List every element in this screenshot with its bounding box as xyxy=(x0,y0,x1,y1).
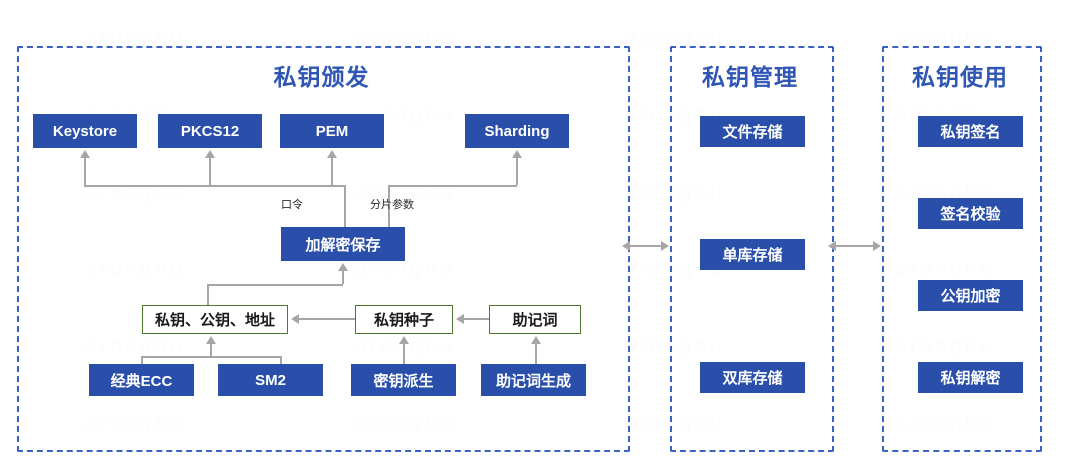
connector-sm2-stem xyxy=(280,356,282,365)
node-encrypt-decrypt-store[interactable]: 加解密保存 xyxy=(281,227,405,261)
node-private-public-address[interactable]: 私钥、公钥、地址 xyxy=(142,305,288,334)
connector-material-to-store-stem xyxy=(342,271,344,284)
connector-seed-to-keys xyxy=(299,318,356,320)
connector-sharding-stem xyxy=(516,158,518,185)
node-encrypt-decrypt-store-label: 加解密保存 xyxy=(305,236,381,254)
edge-label-passphrase: 口令 xyxy=(281,198,303,211)
connector-pkcs12-stem xyxy=(209,158,211,185)
node-mnemonic-label: 助记词 xyxy=(512,312,558,329)
node-classic-ecc-label: 经典ECC xyxy=(110,372,173,390)
node-file-storage-label: 文件存储 xyxy=(722,124,783,141)
panel-usage xyxy=(882,46,1042,452)
arrowhead-mnemonic-to-seed xyxy=(456,314,464,324)
node-private-key-sign[interactable]: 私钥签名 xyxy=(918,116,1023,147)
node-sm2[interactable]: SM2 xyxy=(218,364,323,396)
connector-store-to-sharding-bus xyxy=(388,185,390,227)
connector-ecc-sm2-bus xyxy=(141,356,281,358)
arrowhead-to-keystore xyxy=(80,150,90,158)
node-dual-db-storage-label: 双库存储 xyxy=(722,370,783,387)
connector-pem-stem xyxy=(331,158,333,185)
panel-management-title: 私钥管理 xyxy=(702,64,798,90)
node-file-storage[interactable]: 文件存储 xyxy=(700,116,805,147)
edge-label-shard-params: 分片参数 xyxy=(370,198,414,211)
connector-store-to-format-bus xyxy=(344,185,346,227)
connector-keystore-stem xyxy=(84,158,86,185)
node-private-key-decrypt-label: 私钥解密 xyxy=(940,370,1001,387)
node-classic-ecc[interactable]: 经典ECC xyxy=(89,364,194,396)
node-key-derivation-label: 密钥派生 xyxy=(373,372,434,390)
connector-management-usage xyxy=(835,245,875,247)
arrowhead-usage-link-right xyxy=(873,241,881,251)
node-sharding-label: Sharding xyxy=(484,122,550,140)
connector-mnemonic-to-seed xyxy=(464,318,490,320)
node-private-public-address-label: 私钥、公钥、地址 xyxy=(154,312,275,329)
connector-ecc-sm2-riser xyxy=(210,344,212,356)
node-dual-db-storage[interactable]: 双库存储 xyxy=(700,362,805,393)
node-private-key-decrypt[interactable]: 私钥解密 xyxy=(918,362,1023,393)
panel-usage-title: 私钥使用 xyxy=(912,64,1008,90)
node-pkcs12[interactable]: PKCS12 xyxy=(158,114,262,148)
node-signature-verify[interactable]: 签名校验 xyxy=(918,198,1023,229)
node-mnemonic-generation[interactable]: 助记词生成 xyxy=(481,364,586,396)
node-public-key-encrypt[interactable]: 公钥加密 xyxy=(918,280,1023,311)
node-single-db-storage-label: 单库存储 xyxy=(722,247,783,264)
node-keystore-label: Keystore xyxy=(52,122,118,140)
node-public-key-encrypt-label: 公钥加密 xyxy=(940,288,1001,305)
arrowhead-to-pkcs12 xyxy=(205,150,215,158)
node-pem-label: PEM xyxy=(315,122,349,140)
connector-mnemonic-gen-stem xyxy=(535,344,537,365)
node-private-key-seed-label: 私钥种子 xyxy=(373,312,434,329)
arrowhead-to-mnemonic xyxy=(531,336,541,344)
node-pem[interactable]: PEM xyxy=(280,114,384,148)
arrowhead-management-link-right xyxy=(661,241,669,251)
arrowhead-issuance-link-left xyxy=(622,241,630,251)
connector-material-to-store-elbow xyxy=(207,284,343,286)
node-mnemonic[interactable]: 助记词 xyxy=(489,305,581,334)
node-private-key-sign-label: 私钥签名 xyxy=(940,124,1001,141)
connector-issuance-management xyxy=(629,245,663,247)
arrowhead-management-link-left xyxy=(828,241,836,251)
node-keystore[interactable]: Keystore xyxy=(33,114,137,148)
node-signature-verify-label: 签名校验 xyxy=(940,206,1001,223)
connector-format-bus-right xyxy=(388,185,517,187)
arrowhead-seed-to-keys xyxy=(291,314,299,324)
node-key-derivation[interactable]: 密钥派生 xyxy=(351,364,456,396)
connector-material-to-store-drop xyxy=(207,284,209,306)
node-single-db-storage[interactable]: 单库存储 xyxy=(700,239,805,270)
connector-ecc-stem xyxy=(141,356,143,365)
arrowhead-to-private-public-address xyxy=(206,336,216,344)
panel-issuance-title: 私钥颁发 xyxy=(273,64,370,90)
node-mnemonic-generation-label: 助记词生成 xyxy=(495,372,571,390)
node-private-key-seed[interactable]: 私钥种子 xyxy=(355,305,453,334)
arrowhead-to-encrypt-decrypt-store xyxy=(338,263,348,271)
arrowhead-to-sharding xyxy=(512,150,522,158)
arrowhead-to-private-key-seed xyxy=(399,336,409,344)
connector-format-bus-left xyxy=(84,185,345,187)
node-sm2-label: SM2 xyxy=(255,371,286,389)
node-pkcs12-label: PKCS12 xyxy=(180,122,240,140)
connector-kdf-stem xyxy=(403,344,405,365)
node-sharding[interactable]: Sharding xyxy=(465,114,569,148)
arrowhead-to-pem xyxy=(327,150,337,158)
